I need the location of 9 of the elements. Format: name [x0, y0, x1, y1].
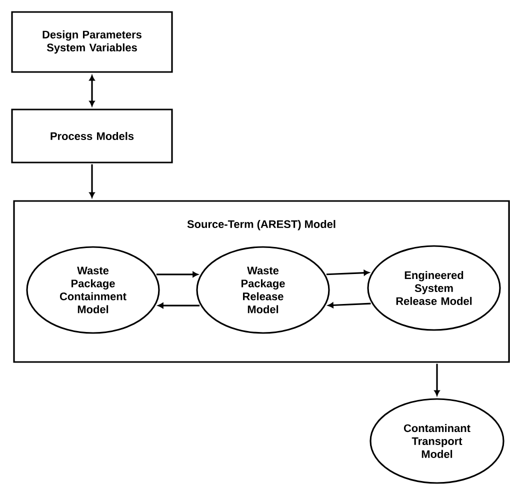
- arrow: [328, 302, 371, 308]
- arrow: [326, 270, 370, 276]
- arrow: [158, 302, 200, 308]
- arrow: [89, 164, 95, 198]
- arrow: [89, 75, 95, 106]
- arrow: [156, 272, 198, 278]
- arrow: [434, 364, 440, 396]
- process-box: Process Models: [11, 108, 173, 164]
- process-box: Design Parameters System Variables: [11, 11, 173, 73]
